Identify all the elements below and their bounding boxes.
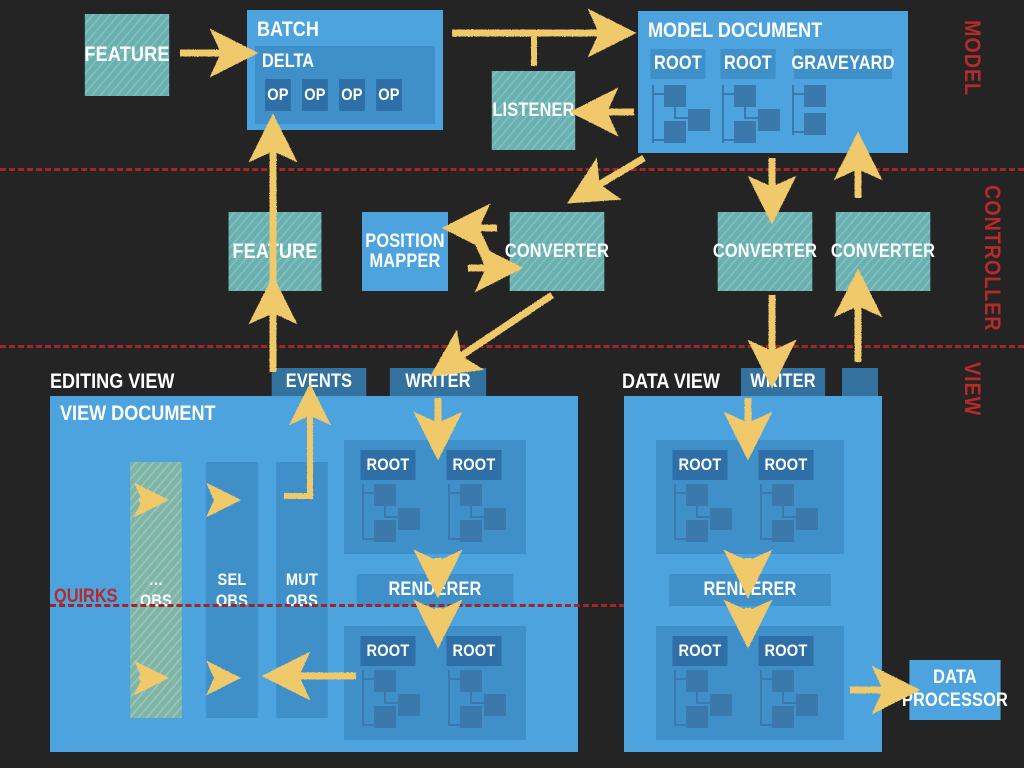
batch-title: BATCH xyxy=(257,18,319,41)
view-root-box[interactable]: ROOT xyxy=(446,636,502,666)
graveyard-tree xyxy=(792,83,842,145)
view-root-box[interactable]: ROOT xyxy=(360,636,416,666)
view-tree xyxy=(448,484,514,544)
observer-mut-box[interactable]: MUT OBS xyxy=(276,462,328,718)
op-box[interactable]: OP xyxy=(376,79,402,111)
converter-center-box[interactable]: CONVERTER xyxy=(505,212,609,291)
model-root-box[interactable]: ROOT xyxy=(720,49,776,79)
data-tree xyxy=(760,484,826,544)
delta-box[interactable]: DELTA OP OP OP OP xyxy=(255,46,435,124)
op-box[interactable]: OP xyxy=(265,79,291,111)
data-renderer-box[interactable]: RENDERER xyxy=(669,574,831,606)
model-tree xyxy=(722,83,788,145)
view-document-title: VIEW DOCUMENT xyxy=(60,402,216,425)
data-tree xyxy=(760,670,826,730)
position-mapper-label: POSITION MAPPER xyxy=(365,231,445,272)
model-document-title: MODEL DOCUMENT xyxy=(648,19,823,42)
separator-quirks xyxy=(50,604,878,607)
data-root-box[interactable]: ROOT xyxy=(758,450,814,480)
position-mapper-box[interactable]: POSITION MAPPER xyxy=(362,212,448,291)
arrow-converter-center-to-writer xyxy=(429,292,554,377)
model-tree xyxy=(652,83,718,145)
listener-box[interactable]: LISTENER xyxy=(491,71,576,150)
view-root-box[interactable]: ROOT xyxy=(446,450,502,480)
data-processor-box[interactable]: DATA PROCESSOR xyxy=(902,660,1008,720)
editing-view-document[interactable]: VIEW DOCUMENT … OBS SEL OBS MUT OBS ROOT… xyxy=(50,396,578,752)
batch-box[interactable]: BATCH DELTA OP OP OP OP xyxy=(247,10,443,130)
data-view-document[interactable]: ROOT ROOT RE xyxy=(624,396,882,752)
data-roots-bottom-group[interactable]: ROOT ROOT xyxy=(656,626,844,740)
data-processor-label: DATA PROCESSOR xyxy=(902,667,1008,711)
editing-events-tab[interactable]: EVENTS xyxy=(271,368,367,396)
data-root-box[interactable]: ROOT xyxy=(672,636,728,666)
converter-right-1-box[interactable]: CONVERTER xyxy=(713,212,817,291)
layer-label-controller: CONTROLLER xyxy=(980,185,1005,332)
view-root-box[interactable]: ROOT xyxy=(360,450,416,480)
layer-label-view: VIEW xyxy=(960,362,985,417)
view-tree xyxy=(362,484,428,544)
arrow-model-document-to-converter-center xyxy=(567,154,646,204)
separator-controller-view xyxy=(0,345,1024,348)
model-feature-box[interactable]: FEATURE xyxy=(84,14,169,96)
editing-renderer-box[interactable]: RENDERER xyxy=(356,574,514,606)
data-root-box[interactable]: ROOT xyxy=(672,450,728,480)
data-tree xyxy=(674,484,740,544)
editing-roots-top-group[interactable]: ROOT ROOT xyxy=(344,440,526,554)
delta-title: DELTA xyxy=(262,51,315,72)
data-writer-tab[interactable]: WRITER xyxy=(740,368,826,396)
editing-roots-bottom-group[interactable]: ROOT ROOT xyxy=(344,626,526,740)
data-root-box[interactable]: ROOT xyxy=(758,636,814,666)
observer-sel-box[interactable]: SEL OBS xyxy=(206,462,258,718)
data-tree xyxy=(674,670,740,730)
model-graveyard-box[interactable]: GRAVEYARD xyxy=(791,49,894,79)
editing-view-title: EDITING VIEW xyxy=(50,370,175,393)
editing-writer-tab[interactable]: WRITER xyxy=(389,368,487,396)
data-roots-top-group[interactable]: ROOT ROOT xyxy=(656,440,844,554)
model-root-box[interactable]: ROOT xyxy=(650,49,706,79)
converter-right-2-box[interactable]: CONVERTER xyxy=(831,212,935,291)
data-extra-tab[interactable] xyxy=(842,368,878,396)
op-box[interactable]: OP xyxy=(339,79,365,111)
view-tree xyxy=(448,670,514,730)
data-view-title: DATA VIEW xyxy=(622,370,720,393)
separator-model-controller xyxy=(0,168,1024,171)
observer-default-box[interactable]: … OBS xyxy=(130,462,182,718)
controller-feature-box[interactable]: FEATURE xyxy=(228,212,322,291)
quirks-label: QUIRKS xyxy=(54,586,118,607)
model-document-box[interactable]: MODEL DOCUMENT ROOT ROOT GRAVEYARD xyxy=(638,11,908,153)
op-box[interactable]: OP xyxy=(302,79,328,111)
view-tree xyxy=(362,670,428,730)
layer-label-model: MODEL xyxy=(960,20,985,97)
